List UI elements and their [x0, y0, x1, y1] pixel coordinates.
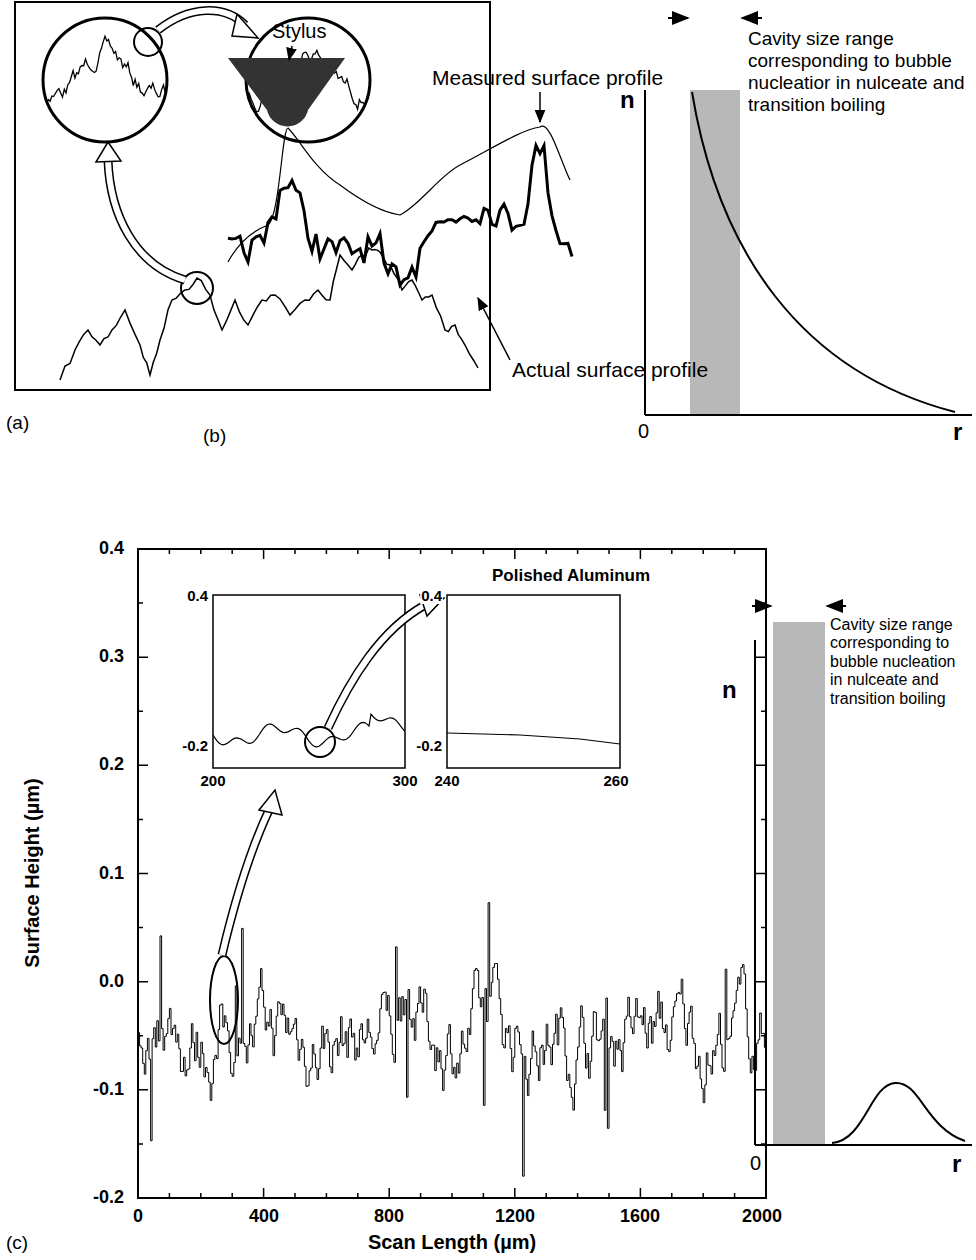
figure-label: 0: [638, 420, 649, 443]
figure-label: 800: [374, 1206, 404, 1227]
panel-b-art: [228, 46, 572, 360]
figure-label: n: [620, 86, 635, 114]
figure-label: 0: [750, 1152, 761, 1175]
figure-label: -0.1: [93, 1079, 124, 1100]
figure-label: (a): [6, 412, 29, 434]
figure-label: 400: [249, 1206, 279, 1227]
figure-label: 0.4: [99, 538, 124, 559]
figure-label: Cavity size range corresponding to bubbl…: [748, 28, 972, 115]
figure-label: 0.1: [99, 863, 124, 884]
panel-a-art: [15, 2, 972, 415]
figure-label: Polished Aluminum: [492, 566, 650, 586]
figure-label: Actual surface profile: [512, 358, 708, 382]
figure-label: Scan Length (µm): [368, 1231, 536, 1254]
figure-label: (b): [203, 425, 226, 447]
figure-label: -0.2: [93, 1187, 124, 1208]
figure-label: 0: [133, 1206, 143, 1227]
figure-label: Stylus: [272, 20, 326, 43]
figure-label: 1200: [495, 1206, 535, 1227]
figure-label: 300: [391, 772, 418, 789]
figure-label: r: [952, 1150, 961, 1178]
figure-label: -0.2: [415, 737, 443, 754]
figure-label: 0.2: [99, 754, 124, 775]
figure-label: 260: [602, 772, 629, 789]
figure-label: 0.3: [99, 646, 124, 667]
figure-label: -0.2: [181, 737, 209, 754]
figure-label: r: [953, 418, 962, 446]
figure-label: 0.0: [99, 971, 124, 992]
figure-label: Surface Height (µm): [21, 778, 44, 967]
figure-label: 240: [433, 772, 460, 789]
panel-c-art: [138, 549, 972, 1198]
figure-label: Cavity size range corresponding to bubbl…: [830, 616, 972, 708]
figure-label: n: [722, 676, 737, 704]
figure-label: 2000: [742, 1206, 782, 1227]
figure-label: (c): [6, 1232, 28, 1254]
figure-label: 200: [199, 772, 226, 789]
figure-label: Measured surface profile: [432, 66, 663, 90]
figure-label: 0.4: [420, 587, 443, 604]
figure-label: 1600: [620, 1206, 660, 1227]
figure-label: 0.4: [186, 587, 209, 604]
